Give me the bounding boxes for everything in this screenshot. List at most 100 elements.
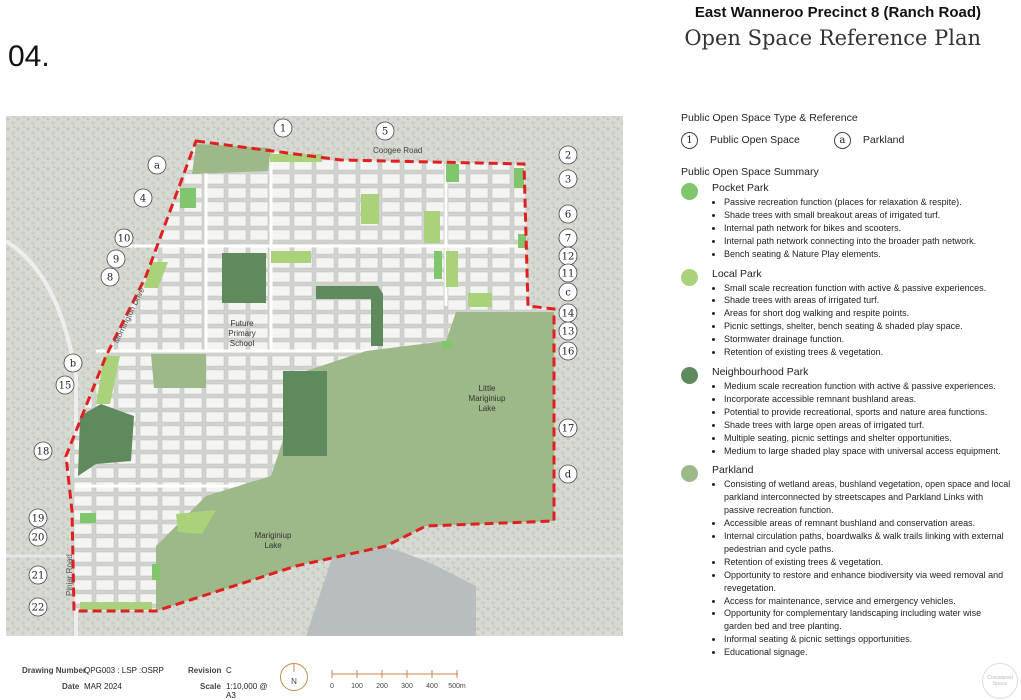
svg-text:17: 17 xyxy=(562,424,575,435)
legend-category-name: Parkland xyxy=(712,464,754,477)
legend-bullet: Internal path network for bikes and scoo… xyxy=(724,222,1011,235)
legend-bullet: Potential to provide recreational, sport… xyxy=(724,406,1011,419)
legend-category: ParklandConsisting of wetland areas, bus… xyxy=(681,464,1011,659)
svg-text:13: 13 xyxy=(562,327,575,338)
local-park-10 xyxy=(271,251,311,263)
svg-text:21: 21 xyxy=(32,571,45,582)
legend-bullet: Areas for short dog walking and respite … xyxy=(724,307,1011,320)
scale-tick-label: 200 xyxy=(376,683,388,690)
legend-category-name: Neighbourhood Park xyxy=(712,365,809,378)
page-subtitle: Open Space Reference Plan xyxy=(684,26,981,50)
title-block: Drawing Number QPG003 : LSP :OSRP Revisi… xyxy=(6,662,272,700)
legend-category: Local ParkSmall scale recreation functio… xyxy=(681,268,1011,359)
pocket-park-19 xyxy=(80,513,96,523)
local-park-22 xyxy=(80,602,152,610)
scale-tick-label: 400 xyxy=(426,683,438,690)
legend-bullet: Picnic settings, shelter, bench seating … xyxy=(724,320,1011,333)
legend-bullet: Passive recreation function (places for … xyxy=(724,196,1011,209)
map-ref-a: a xyxy=(147,155,167,175)
legend-categories: Pocket ParkPassive recreation function (… xyxy=(681,182,1011,659)
legend-bullet: Multiple seating, picnic settings and sh… xyxy=(724,432,1011,445)
legend-bullet-list: Small scale recreation function with act… xyxy=(712,282,1011,359)
svg-text:16: 16 xyxy=(562,347,575,358)
neighbourhood-park-17 xyxy=(283,371,327,456)
map-ref-10: 10 xyxy=(114,228,134,248)
map-ref-19: 19 xyxy=(28,508,48,528)
pocket-park-4 xyxy=(180,188,196,208)
map-ref-2: 2 xyxy=(558,145,578,165)
drawing-number-value: QPG003 : LSP :OSRP xyxy=(84,666,164,675)
svg-text:4: 4 xyxy=(140,194,146,205)
svg-text:7: 7 xyxy=(565,234,571,245)
north-arrow-icon: N xyxy=(280,663,308,691)
legend-bullet: Bench seating & Nature Play elements. xyxy=(724,248,1011,261)
legend-bullet: Educational signage. xyxy=(724,646,1011,659)
legend-bullet: Access for maintenance, service and emer… xyxy=(724,595,1011,608)
scale-tick-label: 500m xyxy=(448,683,466,690)
scale-tick-label: 0 xyxy=(330,683,334,690)
pos-reference-symbol: 1 xyxy=(681,131,698,149)
legend-bullet: Small scale recreation function with act… xyxy=(724,282,1011,295)
svg-text:15: 15 xyxy=(59,381,72,392)
coogee-road-label: Coogee Road xyxy=(373,146,422,155)
map-ref-18: 18 xyxy=(33,441,53,461)
legend-bullet-list: Medium scale recreation function with ac… xyxy=(712,380,1011,457)
pocket-park-2 xyxy=(446,164,459,182)
legend-bullet: Shade trees with large open areas of irr… xyxy=(724,419,1011,432)
legend-bullet: Internal path network connecting into th… xyxy=(724,235,1011,248)
scale-tick-label: 300 xyxy=(401,683,413,690)
map-ref-14: 14 xyxy=(558,303,578,323)
revision-value: C xyxy=(226,666,232,675)
svg-text:12: 12 xyxy=(562,252,575,263)
legend-swatch xyxy=(681,366,698,384)
parkland-reference-label: Parkland xyxy=(862,134,905,146)
local-park-8 xyxy=(144,262,168,288)
company-logo: Considered Space xyxy=(982,663,1018,699)
pocket-park-21 xyxy=(152,564,160,580)
sheet-number: 04. xyxy=(8,40,50,73)
pocket-park-7 xyxy=(518,234,526,248)
legend-category: Pocket ParkPassive recreation function (… xyxy=(681,182,1011,261)
legend-bullet: Medium to large shaded play space with u… xyxy=(724,445,1011,458)
open-space-map: Coogee Road Mornington Drive Pinjar Road… xyxy=(6,116,623,636)
pocket-park-11 xyxy=(434,251,442,279)
parkland-a xyxy=(192,144,271,174)
map-ref-3: 3 xyxy=(558,169,578,189)
svg-text:d: d xyxy=(565,470,572,481)
neighbourhood-park-9 xyxy=(222,253,266,303)
map-ref-d: d xyxy=(558,464,578,484)
scale-value: 1:10,000 @ A3 xyxy=(226,682,268,700)
map-ref-22: 22 xyxy=(28,597,48,617)
legend-bullet-list: Consisting of wetland areas, bushland ve… xyxy=(712,478,1011,659)
legend-bullet: Informal seating & picnic settings oppor… xyxy=(724,633,1011,646)
neighbourhood-park-18 xyxy=(78,404,134,476)
map-ref-4: 4 xyxy=(133,188,153,208)
map-ref-7: 7 xyxy=(558,228,578,248)
map-ref-1: 1 xyxy=(273,118,293,138)
legend-bullet: Shade trees with areas of irrigated turf… xyxy=(724,294,1011,307)
local-park-12 xyxy=(446,251,458,287)
svg-text:b: b xyxy=(70,359,76,370)
legend-bullet: Internal circulation paths, boardwalks &… xyxy=(724,530,1011,556)
svg-text:1: 1 xyxy=(280,124,286,135)
legend-category: Neighbourhood ParkMedium scale recreatio… xyxy=(681,366,1011,457)
map-ref-13: 13 xyxy=(558,321,578,341)
pocket-park-16 xyxy=(442,341,452,349)
legend-bullet: Opportunity for complementary landscapin… xyxy=(724,607,1011,633)
map-ref-20: 20 xyxy=(28,527,48,547)
map-ref-9: 9 xyxy=(106,249,126,269)
legend-type-row: 1 Public Open Space a Parkland xyxy=(681,128,1011,152)
legend: Public Open Space Type & Reference 1 Pub… xyxy=(681,112,1011,666)
legend-bullet: Retention of existing trees & vegetation… xyxy=(724,346,1011,359)
local-park-14 xyxy=(468,293,492,307)
map-ref-6: 6 xyxy=(558,204,578,224)
legend-summary-heading: Public Open Space Summary xyxy=(681,166,819,178)
legend-bullet: Consisting of wetland areas, bushland ve… xyxy=(724,478,1011,517)
svg-text:a: a xyxy=(154,161,160,172)
map-ref-17: 17 xyxy=(558,418,578,438)
svg-text:14: 14 xyxy=(562,309,575,320)
svg-text:9: 9 xyxy=(113,255,119,266)
